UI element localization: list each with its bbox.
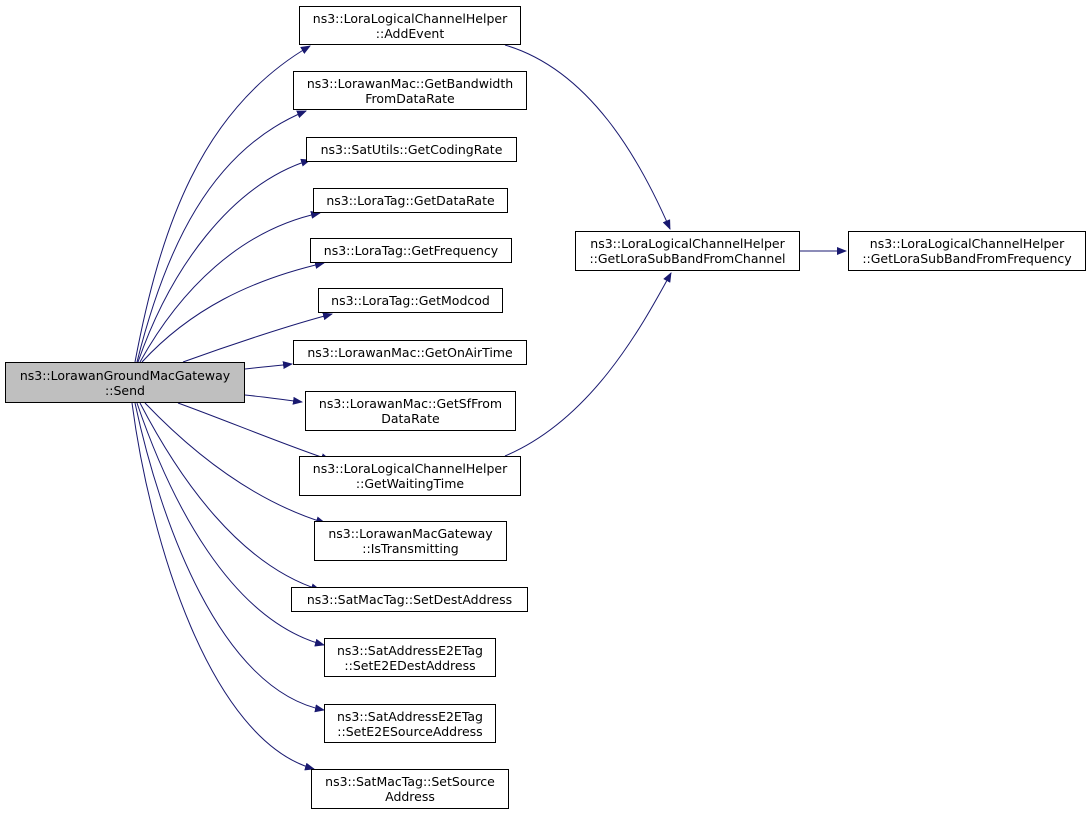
node-label-line: Address <box>385 789 435 804</box>
edge-root-to-get-sf <box>244 394 303 405</box>
edge-root-to-set-dest-address <box>139 402 321 592</box>
node-label-line: ns3::LorawanMac::GetBandwidth <box>306 75 514 91</box>
node-get-sub-band-frequency[interactable]: ns3::LoraLogicalChannelHelper::GetLoraSu… <box>848 231 1086 271</box>
edge-root-to-set-e2e-dest <box>136 402 325 647</box>
node-label-line: ::SetE2EDestAddress <box>344 657 476 673</box>
node-label-line: ns3::LoraTag::GetDataRate <box>326 193 495 208</box>
node-label-line: ::SetE2ESourceAddress <box>337 723 483 739</box>
edge-get-waiting-time-to-get-sub-band-channel <box>504 272 672 457</box>
node-label-line: ns3::SatAddressE2ETag <box>337 642 483 658</box>
edge-root-to-get-on-air-time <box>244 361 293 370</box>
node-get-coding-rate[interactable]: ns3::SatUtils::GetCodingRate <box>306 137 517 162</box>
edge-root-to-get-frequency <box>141 261 325 363</box>
node-get-on-air-time[interactable]: ns3::LorawanMac::GetOnAirTime <box>293 340 527 365</box>
node-label-line: ns3::LorawanMacGateway <box>328 526 493 541</box>
node-get-waiting-time[interactable]: ns3::LoraLogicalChannelHelper::GetWaitin… <box>299 456 521 496</box>
node-label-line: ns3::LoraLogicalChannelHelper <box>312 10 508 26</box>
edge-root-to-get-waiting-time <box>177 402 331 461</box>
node-label-line: ns3::LoraLogicalChannelHelper <box>312 461 508 476</box>
node-label-line: ::AddEvent <box>375 25 445 41</box>
node-get-frequency[interactable]: ns3::LoraTag::GetFrequency <box>310 238 512 263</box>
node-label-line: ns3::SatUtils::GetCodingRate <box>320 142 503 157</box>
edge-root-to-get-bandwidth <box>136 110 307 363</box>
edge-root-to-get-modcod <box>182 312 333 363</box>
node-label-line: ns3::LoraTag::GetModcod <box>331 293 490 308</box>
edge-root-to-is-transmitting <box>144 402 326 525</box>
node-label-line: ns3::LorawanMac::GetSfFrom <box>318 396 503 411</box>
edge-root-to-set-source-address <box>131 402 315 771</box>
node-add-event[interactable]: ns3::LoraLogicalChannelHelper::AddEvent <box>299 6 521 45</box>
edge-root-to-get-coding-rate <box>137 158 311 363</box>
node-get-sub-band-channel[interactable]: ns3::LoraLogicalChannelHelper::GetLoraSu… <box>575 231 800 271</box>
node-set-e2e-source[interactable]: ns3::SatAddressE2ETag::SetE2ESourceAddre… <box>324 704 496 743</box>
node-is-transmitting[interactable]: ns3::LorawanMacGateway::IsTransmitting <box>314 521 507 561</box>
node-label-line: ::GetWaitingTime <box>355 476 465 491</box>
node-label-line: FromDataRate <box>365 90 455 106</box>
node-label-line: ::GetLoraSubBandFromFrequency <box>862 251 1072 266</box>
edge-add-event-to-get-sub-band-channel <box>504 44 671 230</box>
edge-root-to-add-event <box>134 45 311 363</box>
node-label-line: ns3::LoraLogicalChannelHelper <box>590 236 785 251</box>
node-set-e2e-dest[interactable]: ns3::SatAddressE2ETag::SetE2EDestAddress <box>324 638 496 677</box>
node-label-line: ns3::LorawanGroundMacGateway <box>19 367 231 383</box>
node-label-line: ::IsTransmitting <box>362 541 459 556</box>
node-label-line: DataRate <box>381 411 440 426</box>
node-get-modcod[interactable]: ns3::LoraTag::GetModcod <box>318 288 503 313</box>
node-label-line: ns3::SatMacTag::SetDestAddress <box>306 592 513 607</box>
node-label-line: ::GetLoraSubBandFromChannel <box>589 251 786 266</box>
node-root: ns3::LorawanGroundMacGateway::Send <box>5 362 245 403</box>
node-label-line: ns3::LorawanMac::GetOnAirTime <box>307 345 513 360</box>
edge-root-to-set-e2e-source <box>134 402 325 713</box>
node-set-dest-address[interactable]: ns3::SatMacTag::SetDestAddress <box>291 587 528 612</box>
edge-root-to-get-data-rate <box>139 210 321 363</box>
node-label-line: ns3::LoraLogicalChannelHelper <box>869 236 1065 251</box>
node-label-line: ns3::SatMacTag::SetSource <box>325 774 495 789</box>
node-label-line: ns3::LoraTag::GetFrequency <box>323 243 499 258</box>
node-label-line: ns3::SatAddressE2ETag <box>337 708 483 724</box>
node-get-data-rate[interactable]: ns3::LoraTag::GetDataRate <box>313 188 508 213</box>
node-label-line: ::Send <box>105 382 145 398</box>
